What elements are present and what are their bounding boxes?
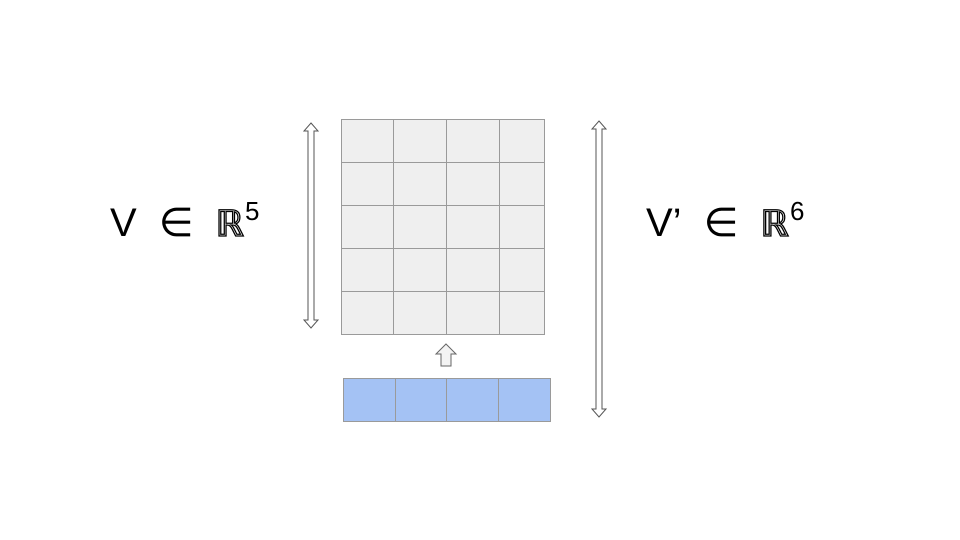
right-element-of-symbol: ∈ [703,201,739,246]
append-up-arrow-icon [434,343,458,367]
right-dimension-exponent: 6 [789,196,805,226]
matrix-cell [447,292,500,335]
matrix-cell [342,206,394,249]
matrix-cell [342,163,394,206]
right-real-set-symbol: ℝ [760,204,790,246]
new-row-cell [499,379,551,422]
matrix-grid [341,119,545,335]
matrix-cell [394,206,447,249]
new-row-cell [344,379,396,422]
matrix-cell [500,206,545,249]
matrix-cell [394,163,447,206]
left-element-of-symbol: ∈ [158,201,194,246]
right-double-arrow-icon [590,120,608,418]
left-real-set-symbol: ℝ [215,204,245,246]
matrix-cell [447,206,500,249]
left-label: V ∈ ℝ5 [110,198,260,246]
matrix-cell [447,249,500,292]
matrix-cell [500,292,545,335]
right-label: V’ ∈ ℝ6 [646,198,804,246]
matrix-cell [394,120,447,163]
matrix-cell [447,163,500,206]
matrix-cell [394,292,447,335]
new-row-cell [396,379,447,422]
matrix-cell [394,249,447,292]
matrix-cell [342,120,394,163]
right-variable: V’ [646,201,682,246]
matrix-cell [500,120,545,163]
left-dimension-exponent: 5 [245,196,260,226]
matrix-cell [342,249,394,292]
matrix-cell [500,249,545,292]
matrix-cell [342,292,394,335]
left-double-arrow-icon [302,122,320,329]
new-row-grid [343,378,551,422]
matrix-cell [500,163,545,206]
left-variable: V [110,201,137,246]
new-row-cell [447,379,499,422]
matrix-cell [447,120,500,163]
